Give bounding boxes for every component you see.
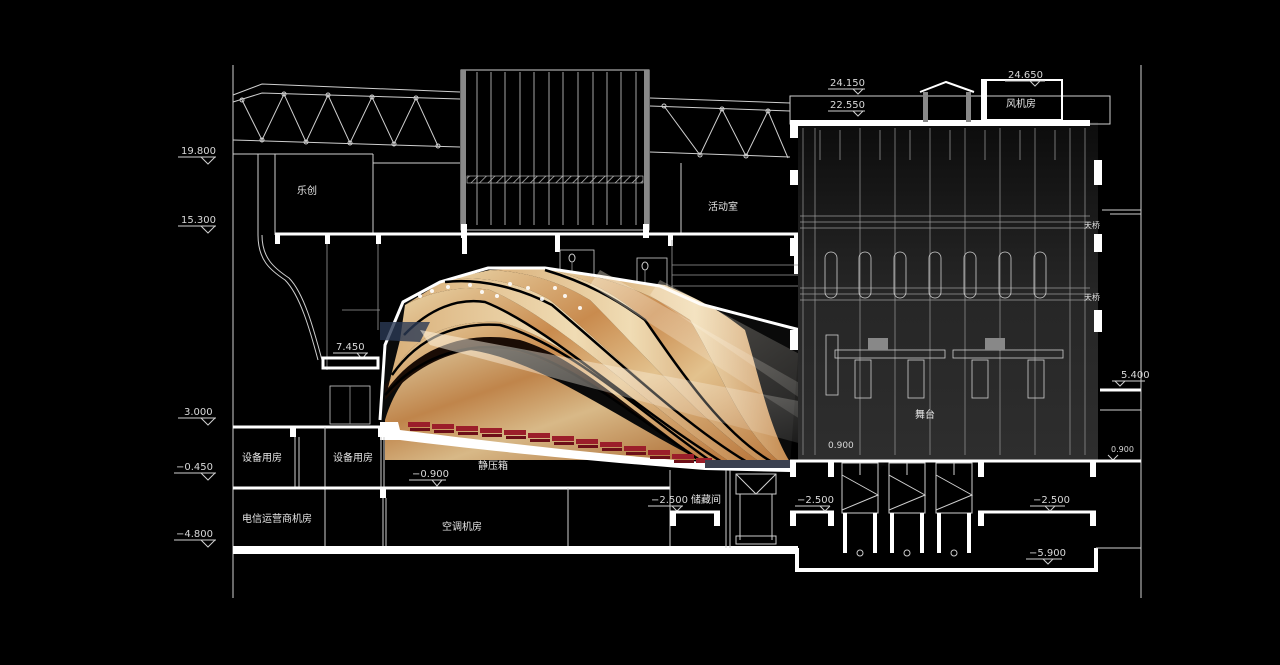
svg-text:3.000: 3.000 xyxy=(184,407,213,418)
level-markers-top: 24.150 22.550 24.650 xyxy=(828,70,1045,117)
room-label: 静压箱 xyxy=(478,459,508,472)
svg-text:15.300: 15.300 xyxy=(181,215,216,226)
svg-text:−0.450: −0.450 xyxy=(176,462,213,473)
level-marker: −4.800 xyxy=(174,529,216,548)
room-label: 活动室 xyxy=(708,200,738,213)
svg-text:22.550: 22.550 xyxy=(830,100,865,111)
svg-text:−0.900: −0.900 xyxy=(412,469,449,480)
svg-text:24.650: 24.650 xyxy=(1008,70,1043,81)
room-label: 储藏间 xyxy=(691,493,721,506)
svg-text:5.400: 5.400 xyxy=(1121,370,1150,381)
storage-area: −2.500 储藏间 xyxy=(648,470,777,548)
roof-truss-right xyxy=(649,97,791,233)
svg-text:−2.500: −2.500 xyxy=(651,495,688,506)
room-label: 电信运营商机房 xyxy=(242,512,312,525)
level-marker: 15.300 xyxy=(178,215,216,234)
room-label: 舞台 xyxy=(915,408,935,421)
stage-basement: −2.500 −2.500 −5.900 xyxy=(790,459,1141,572)
level-marker: −0.450 xyxy=(174,462,216,481)
stage-house: 风机房 xyxy=(789,79,1111,462)
room-label: 风机房 xyxy=(1006,97,1036,110)
svg-text:−5.900: −5.900 xyxy=(1029,548,1066,559)
svg-text:0.900: 0.900 xyxy=(1111,445,1134,454)
room-label: 设备用房 xyxy=(333,451,373,464)
svg-text:0.900: 0.900 xyxy=(828,441,854,451)
room-label: 空调机房 xyxy=(442,520,482,533)
roof-truss-left xyxy=(232,83,461,233)
svg-text:−4.800: −4.800 xyxy=(176,529,213,540)
upper-left-rooms: 乐创 活动室 xyxy=(257,154,738,361)
auditorium-seating xyxy=(380,422,790,472)
svg-text:7.450: 7.450 xyxy=(336,342,365,353)
lower-rooms: 设备用房 设备用房 静压箱 电信运营商机房 空调机房 −0.900 xyxy=(233,385,798,554)
central-shaft xyxy=(460,69,650,238)
room-label: 天桥 xyxy=(1084,292,1100,302)
room-label: 天桥 xyxy=(1084,220,1100,230)
svg-text:−2.500: −2.500 xyxy=(1033,495,1070,506)
level-marker: 7.450 xyxy=(321,309,380,370)
svg-text:−2.500: −2.500 xyxy=(797,495,834,506)
room-label: 设备用房 xyxy=(242,451,282,464)
svg-text:24.150: 24.150 xyxy=(830,78,865,89)
level-markers-left: 19.800 15.300 3.000 −0.450 −4.800 xyxy=(174,146,216,548)
right-wing: 5.400 0.900 0.900 xyxy=(828,209,1150,461)
level-marker: 19.800 xyxy=(178,146,216,165)
level-marker: 3.000 xyxy=(178,407,216,426)
svg-text:19.800: 19.800 xyxy=(181,146,216,157)
room-label: 乐创 xyxy=(297,184,317,197)
